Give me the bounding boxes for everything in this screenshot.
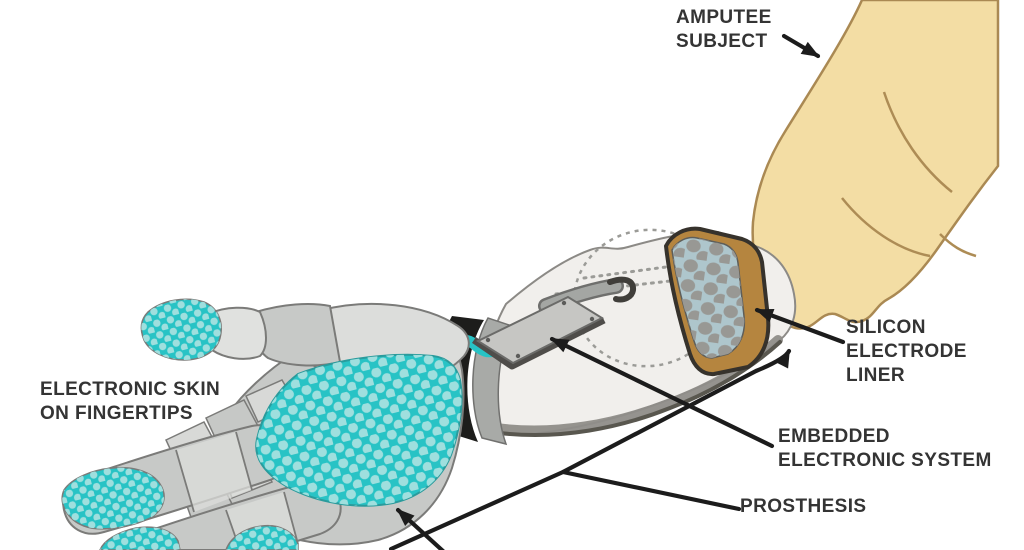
middle-fingertip-dots: [100, 527, 180, 550]
leader-branch-cropped: [388, 469, 566, 550]
label-line: ELECTRONIC SYSTEM: [778, 449, 992, 471]
thumb-fingertip-dots: [141, 299, 222, 360]
arrow-silicon-liner: [754, 307, 846, 345]
index-finger: [61, 424, 292, 535]
plate-screw: [561, 300, 567, 306]
arm-crease: [841, 197, 931, 258]
label-line: LINER: [846, 364, 905, 386]
palm-skin-dots: [256, 354, 462, 506]
palm-electronic-skin: [255, 353, 463, 507]
strap-curl-arrow: [607, 276, 637, 303]
silicon-electrode-liner: [664, 226, 771, 377]
label-line: PROSTHESIS: [740, 496, 867, 517]
socket-dotted-line: [582, 265, 668, 280]
arrow-palm-skin-cropped: [395, 507, 445, 550]
label-electronic-skin-fingertips: ELECTRONIC SKIN ON FINGERTIPS: [40, 378, 220, 426]
index-fingertip-dots: [62, 467, 165, 529]
finger-plate-light: [176, 432, 252, 512]
arrow-amputee-subject: [781, 33, 821, 59]
label-line: ELECTRONIC SKIN: [40, 379, 221, 400]
label-line: SILICON: [846, 317, 926, 338]
label-line: ELECTRODE: [846, 340, 967, 362]
plate-screw: [515, 353, 521, 359]
plate-edge-shadow: [472, 316, 606, 370]
embedded-electronic-system: [472, 276, 637, 370]
arrow-prosthesis: [560, 348, 792, 512]
label-line: AMPUTEE: [676, 7, 772, 28]
arm-crease: [939, 233, 977, 258]
system-cover-plate: [475, 295, 605, 365]
ring-fingertip-dots: [226, 525, 298, 550]
plate-screw: [485, 337, 491, 343]
label-line: ON FINGERTIPS: [40, 402, 193, 424]
label-amputee-subject: AMPUTEE SUBJECT: [676, 6, 772, 54]
arrow-embedded-system: [549, 336, 775, 449]
ring-fingertip: [225, 524, 299, 550]
finger-joint-line: [175, 431, 253, 513]
liner-electrode-array: [672, 237, 745, 358]
plate-screw: [589, 316, 595, 322]
prosthetic-hand: [61, 298, 470, 550]
amputee-arm: [751, 0, 1000, 330]
arm-skin: [751, 0, 1000, 330]
label-line: EMBEDDED: [778, 426, 890, 447]
leader-lines: [388, 33, 846, 550]
label-embedded-electronic-system: EMBEDDED ELECTRONIC SYSTEM: [778, 425, 992, 473]
label-silicon-electrode-liner: SILICON ELECTRODE LINER: [846, 316, 967, 387]
label-line: SUBJECT: [676, 30, 768, 52]
label-prosthesis: PROSTHESIS: [740, 495, 866, 519]
arm-crease: [882, 91, 953, 193]
